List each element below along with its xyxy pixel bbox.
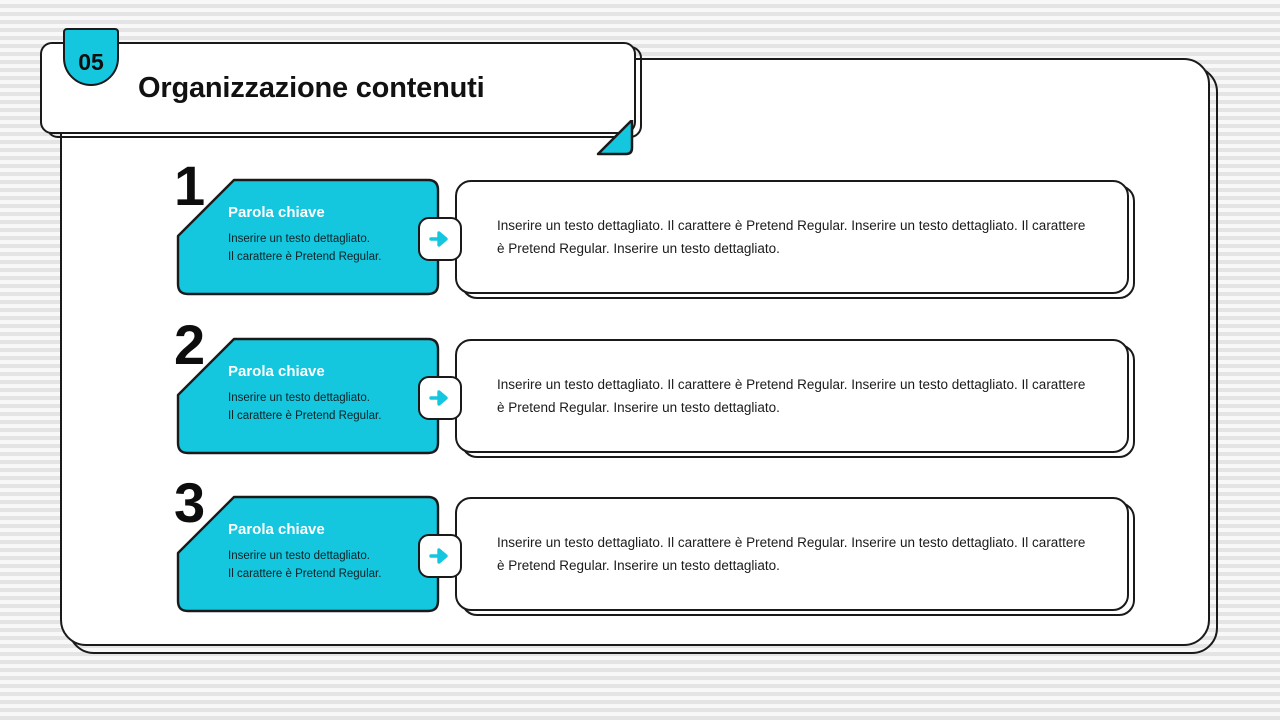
keyword-card-content: Parola chiave Inserire un testo dettagli… xyxy=(178,497,438,611)
banner-fold-corner xyxy=(594,118,634,162)
arrow-right-glyph xyxy=(429,390,448,406)
keyword-card-shape xyxy=(176,337,440,455)
keyword-line-2: Il carattere è Pretend Regular. xyxy=(228,567,382,580)
keyword-card-content: Parola chiave Inserire un testo dettagli… xyxy=(178,180,438,294)
keyword-card[interactable]: Parola chiave Inserire un testo dettagli… xyxy=(176,495,440,613)
keyword-card[interactable]: Parola chiave Inserire un testo dettagli… xyxy=(176,178,440,296)
content-row: Inserire un testo dettagliato. Il caratt… xyxy=(174,475,1138,617)
section-number-label: 05 xyxy=(78,48,104,75)
detail-panel: Inserire un testo dettagliato. Il caratt… xyxy=(455,180,1129,294)
keyword-card[interactable]: Parola chiave Inserire un testo dettagli… xyxy=(176,337,440,455)
keyword-title: Parola chiave xyxy=(228,204,325,221)
keyword-card-shape xyxy=(176,178,440,296)
detail-text: Inserire un testo dettagliato. Il caratt… xyxy=(497,217,1086,256)
step-number: 2 xyxy=(174,313,206,376)
keyword-line-1: Inserire un testo dettagliato. xyxy=(228,233,370,245)
detail-text: Inserire un testo dettagliato. Il caratt… xyxy=(497,534,1086,573)
banner-fold-icon xyxy=(596,118,634,156)
step-number: 3 xyxy=(174,471,206,534)
section-number-badge: 05 xyxy=(63,28,119,86)
detail-panel: Inserire un testo dettagliato. Il caratt… xyxy=(455,339,1129,453)
arrow-right-icon[interactable] xyxy=(418,217,462,261)
content-row: Inserire un testo dettagliato. Il caratt… xyxy=(174,317,1138,459)
keyword-title: Parola chiave xyxy=(228,521,325,538)
keyword-line-1: Inserire un testo dettagliato. xyxy=(228,392,370,404)
arrow-right-glyph xyxy=(429,548,448,564)
keyword-title: Parola chiave xyxy=(228,363,325,380)
keyword-card-content: Parola chiave Inserire un testo dettagli… xyxy=(178,339,438,453)
keyword-line-1: Inserire un testo dettagliato. xyxy=(228,550,370,562)
title-banner: 05 Organizzazione contenuti xyxy=(40,28,636,156)
keyword-card-shape xyxy=(176,495,440,613)
keyword-line-2: Il carattere è Pretend Regular. xyxy=(228,250,382,263)
step-number: 1 xyxy=(174,154,206,217)
content-row: Inserire un testo dettagliato. Il caratt… xyxy=(174,158,1138,300)
arrow-right-glyph xyxy=(429,231,448,247)
detail-panel: Inserire un testo dettagliato. Il caratt… xyxy=(455,497,1129,611)
arrow-right-icon[interactable] xyxy=(418,534,462,578)
keyword-line-2: Il carattere è Pretend Regular. xyxy=(228,409,382,422)
detail-text: Inserire un testo dettagliato. Il caratt… xyxy=(497,376,1086,415)
arrow-right-icon[interactable] xyxy=(418,376,462,420)
page-title: Organizzazione contenuti xyxy=(138,71,485,104)
